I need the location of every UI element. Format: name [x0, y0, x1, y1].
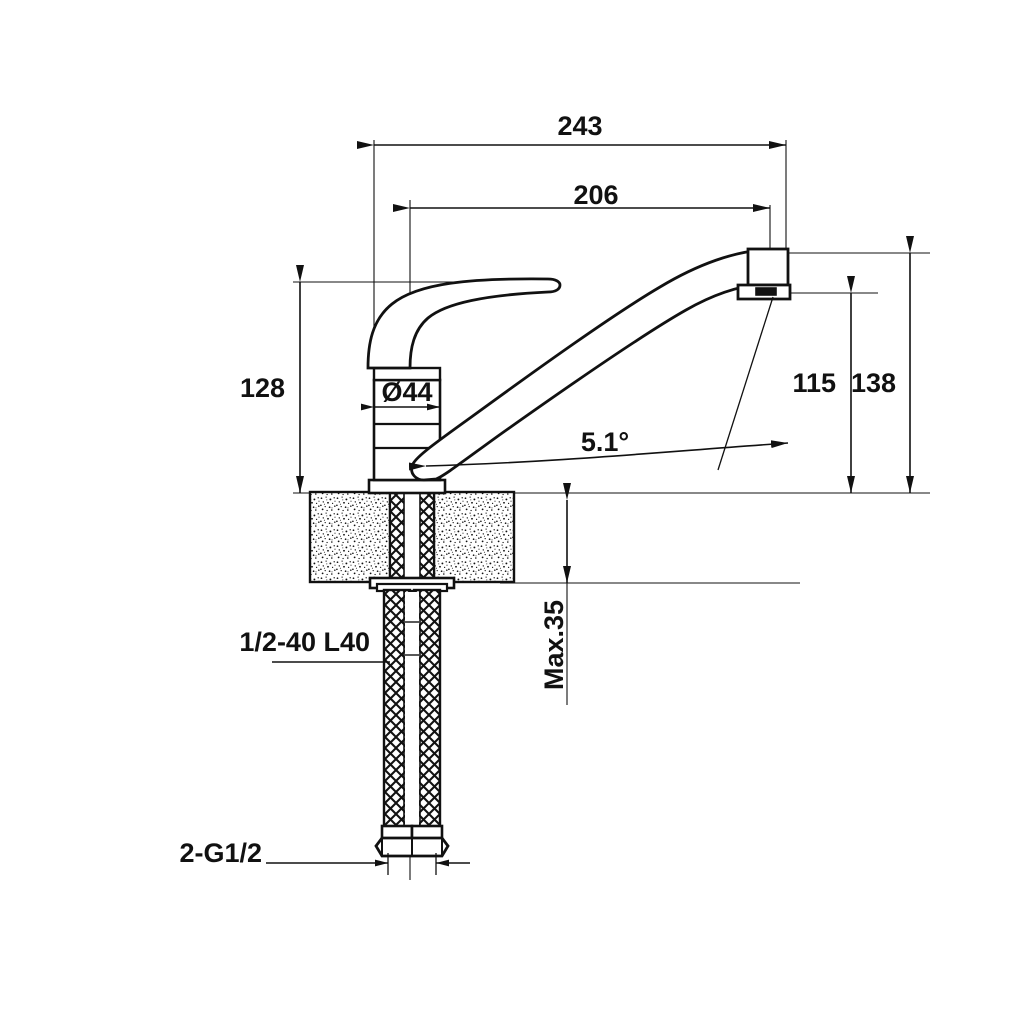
dimension-243: 243: [357, 111, 786, 149]
dimension-2-g12: 2-G1/2: [179, 838, 470, 875]
leader-thread-spec: 1/2-40 L40: [239, 627, 390, 663]
lever-handle: [366, 277, 562, 370]
dimension-angle-5-1: 5.1°: [408, 427, 789, 471]
leader-thread-spec-label: 1/2-40 L40: [239, 627, 370, 657]
dimension-diameter-44: Ø44: [361, 377, 440, 411]
dimension-2-g12-label: 2-G1/2: [179, 838, 262, 868]
dimension-243-label: 243: [557, 111, 602, 141]
dimension-max-35-label: Max.35: [539, 600, 569, 690]
dimension-206: 206: [393, 180, 770, 212]
dimension-diameter-44-label: Ø44: [381, 377, 432, 407]
spout-outlet: [736, 247, 792, 301]
dimension-206-label: 206: [573, 180, 618, 210]
supply-hoses: [368, 490, 456, 858]
dimension-115: 115: [792, 276, 855, 493]
dimension-115-label: 115: [792, 368, 836, 398]
dimension-138: 138: [851, 236, 914, 493]
dimension-128-label: 128: [240, 373, 285, 403]
dimension-max-35: Max.35: [539, 483, 571, 705]
dimension-138-label: 138: [851, 368, 896, 398]
dimension-128: 128: [240, 265, 304, 493]
dimension-angle-5-1-label: 5.1°: [581, 427, 629, 457]
